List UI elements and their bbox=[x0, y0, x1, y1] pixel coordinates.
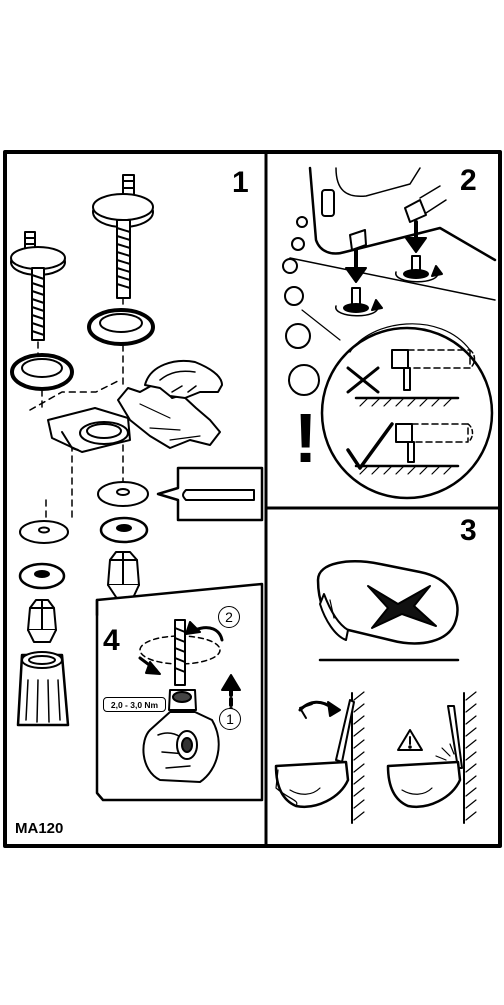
sub-step-1-marker: 1 bbox=[219, 708, 241, 730]
hand-with-cloth-icon bbox=[117, 359, 223, 449]
step-3-label: 3 bbox=[460, 514, 477, 547]
hinge-bracket bbox=[47, 407, 131, 453]
seat-correct-close bbox=[274, 691, 365, 824]
incorrect-example bbox=[346, 349, 476, 407]
model-code: MA120 bbox=[15, 820, 64, 837]
alignment-lines bbox=[29, 297, 124, 521]
rubber-rings bbox=[10, 308, 155, 391]
step-4-label: 4 bbox=[103, 624, 120, 657]
detail-callout bbox=[156, 466, 264, 522]
correct-example bbox=[346, 422, 474, 475]
right-bolt bbox=[92, 174, 154, 299]
panel-4-tightening bbox=[95, 582, 264, 802]
washers bbox=[18, 481, 149, 590]
torque-spec-badge: 2,0 - 3,0 Nm bbox=[103, 697, 166, 712]
warning-exclamation: ! bbox=[294, 399, 318, 477]
panel-3-seat-usage bbox=[274, 560, 477, 824]
magnifier-circle bbox=[320, 326, 494, 500]
wall-plug-sleeve bbox=[16, 651, 70, 727]
step-2-label: 2 bbox=[460, 164, 477, 197]
panel-2-hinge-seating bbox=[282, 166, 497, 500]
step-1-label: 1 bbox=[232, 166, 249, 199]
thought-bubbles bbox=[282, 216, 341, 396]
seat-warning-slam bbox=[386, 691, 477, 824]
sub-step-2-marker: 2 bbox=[218, 606, 240, 628]
left-bolt bbox=[10, 231, 66, 341]
expansion-nuts bbox=[27, 551, 140, 643]
outer-frame bbox=[3, 150, 502, 848]
panel-1-assembly bbox=[10, 174, 264, 727]
